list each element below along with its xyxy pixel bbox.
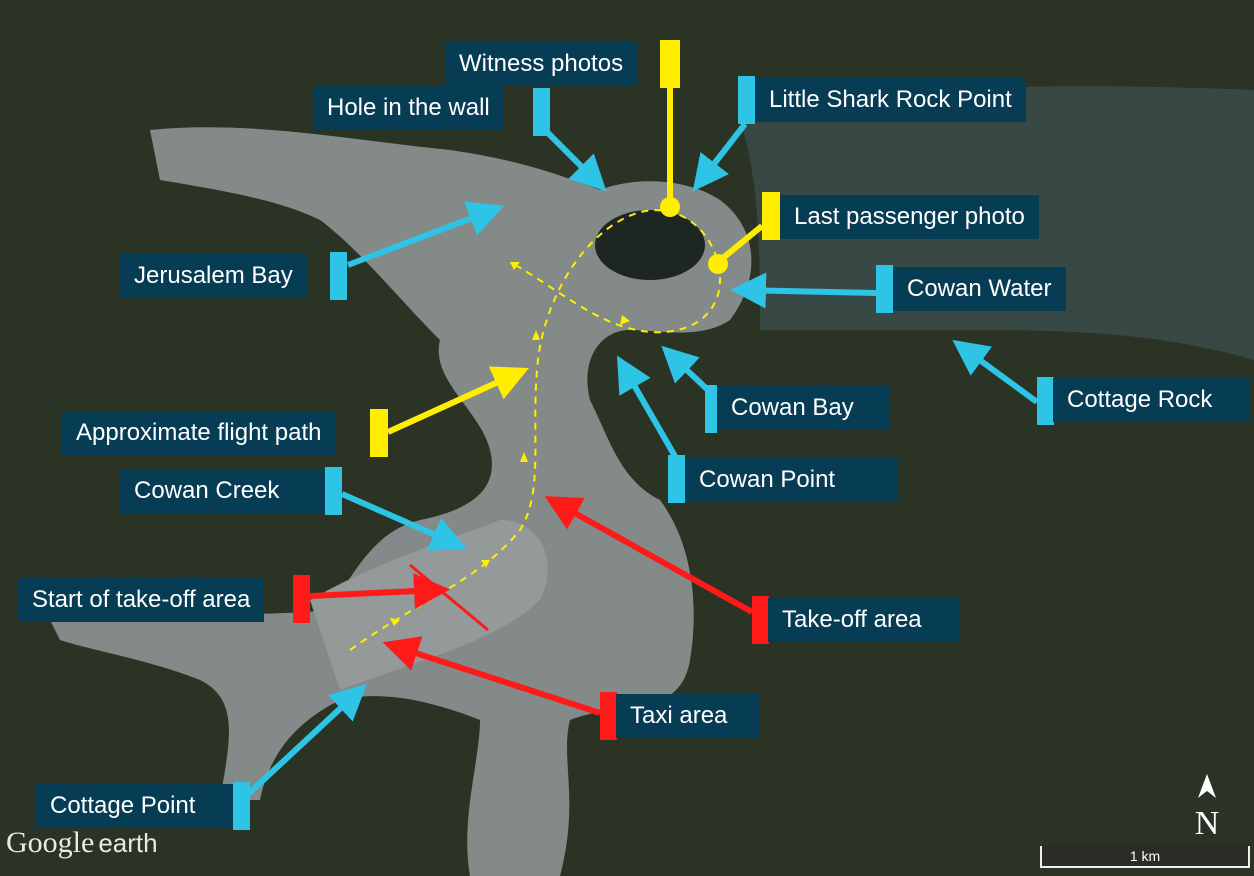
label-cottage-rock: Cottage Rock <box>1053 378 1250 422</box>
marker-yellow <box>762 192 780 240</box>
label-hole-in-the-wall: Hole in the wall <box>313 86 504 130</box>
label-cowan-water: Cowan Water <box>893 267 1066 311</box>
marker-blue <box>330 252 347 300</box>
cowan-creek-arrow <box>340 491 467 551</box>
marker-blue <box>1037 377 1054 425</box>
cottage-point-arrow <box>242 683 367 800</box>
logo-earth-text: earth <box>98 828 158 858</box>
scale-bar: 1 km <box>1040 846 1250 868</box>
marker-red <box>600 692 617 740</box>
marker-blue <box>668 455 685 503</box>
label-takeoff-area: Take-off area <box>768 598 960 642</box>
label-cottage-point: Cottage Point <box>36 784 233 828</box>
marker-blue <box>705 385 717 433</box>
label-approximate-flight-path: Approximate flight path <box>62 411 336 455</box>
label-witness-photos: Witness photos <box>445 42 638 86</box>
flight-path <box>349 209 722 651</box>
north-arrow: N <box>1192 772 1222 841</box>
label-cowan-bay: Cowan Bay <box>717 386 890 430</box>
hole-in-the-wall-arrow <box>542 127 607 192</box>
marker-red <box>752 596 769 644</box>
start-takeoff-arrow <box>309 573 450 610</box>
taxi-area-arrow <box>382 636 601 716</box>
marker-blue <box>738 76 755 124</box>
label-last-passenger-photo: Last passenger photo <box>780 195 1039 239</box>
label-little-shark-rock-point: Little Shark Rock Point <box>755 78 1026 122</box>
takeoff-area-arrow <box>544 496 754 615</box>
marker-blue <box>876 265 893 313</box>
last-passenger-photo-line <box>716 223 764 265</box>
marker-blue <box>533 88 550 136</box>
cowan-point-arrow <box>617 355 679 460</box>
takeoff-line <box>409 563 489 632</box>
flight-path-arrow <box>386 366 529 435</box>
label-taxi-area: Taxi area <box>616 694 760 738</box>
logo-google-text: Google <box>6 826 95 859</box>
label-jerusalem-bay: Jerusalem Bay <box>120 254 307 298</box>
cowan-bay-arrow <box>661 345 713 395</box>
jerusalem-bay-arrow <box>346 201 505 268</box>
label-start-of-takeoff-area: Start of take-off area <box>18 578 265 622</box>
flight-path-arrows <box>390 262 630 626</box>
marker-red <box>293 575 310 623</box>
marker-blue <box>325 467 342 515</box>
marker-blue <box>233 782 250 830</box>
deep-water <box>595 210 705 280</box>
marker-yellow <box>370 409 388 457</box>
last-passenger-photo-point <box>708 254 728 274</box>
cowan-water-arrow <box>730 272 877 309</box>
north-label: N <box>1194 805 1220 842</box>
label-cowan-creek: Cowan Creek <box>120 469 325 513</box>
north-arrow-icon <box>1198 774 1216 798</box>
cottage-rock-arrow <box>952 339 1039 405</box>
little-shark-rock-arrow <box>692 122 748 192</box>
witness-photo-point <box>660 197 680 217</box>
label-cowan-point: Cowan Point <box>685 458 897 502</box>
marker-yellow <box>660 40 680 88</box>
